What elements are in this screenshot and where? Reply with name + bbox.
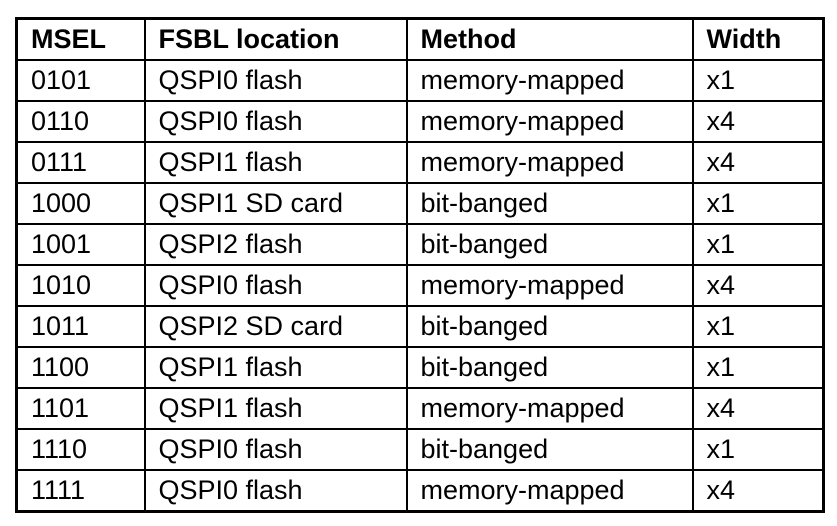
table-cell: x4: [691, 100, 825, 143]
table-cell: 1110: [15, 428, 146, 471]
table-cell: memory-mapped: [405, 100, 694, 143]
table-cell: 0111: [15, 141, 146, 184]
table-cell: QSPI0 flash: [143, 59, 408, 102]
table-cell: memory-mapped: [405, 264, 694, 307]
table-cell: QSPI2 SD card: [143, 305, 408, 348]
table-cell: x1: [691, 428, 825, 471]
table-cell: QSPI0 flash: [143, 428, 408, 471]
table-cell: 0110: [15, 100, 146, 143]
table-cell: QSPI0 flash: [143, 100, 408, 143]
table-cell: x4: [691, 264, 825, 307]
table-cell: 1011: [15, 305, 146, 348]
table-cell: 1100: [15, 346, 146, 389]
column-header-fsbl-location: FSBL location: [143, 17, 408, 61]
table-cell: QSPI1 flash: [143, 387, 408, 430]
table-cell: QSPI2 flash: [143, 223, 408, 266]
table-cell: x4: [691, 469, 825, 513]
table-cell: 1101: [15, 387, 146, 430]
table-cell: x4: [691, 141, 825, 184]
table-cell: bit-banged: [405, 182, 694, 225]
table-cell: memory-mapped: [405, 59, 694, 102]
table-cell: QSPI0 flash: [143, 264, 408, 307]
table-cell: x1: [691, 223, 825, 266]
table-cell: x1: [691, 305, 825, 348]
table-cell: x1: [691, 59, 825, 102]
table-cell: bit-banged: [405, 223, 694, 266]
table-cell: QSPI0 flash: [143, 469, 408, 513]
table-cell: memory-mapped: [405, 141, 694, 184]
table-cell: bit-banged: [405, 428, 694, 471]
column-header-width: Width: [691, 17, 825, 61]
table-cell: bit-banged: [405, 305, 694, 348]
table-cell: memory-mapped: [405, 469, 694, 513]
table-cell: QSPI1 flash: [143, 346, 408, 389]
table-cell: memory-mapped: [405, 387, 694, 430]
column-header-method: Method: [405, 17, 694, 61]
table-cell: QSPI1 flash: [143, 141, 408, 184]
column-header-msel: MSEL: [15, 17, 146, 61]
table-cell: QSPI1 SD card: [143, 182, 408, 225]
table-cell: x1: [691, 346, 825, 389]
table-cell: bit-banged: [405, 346, 694, 389]
table-cell: 1001: [15, 223, 146, 266]
table-cell: 0101: [15, 59, 146, 102]
table-cell: 1111: [15, 469, 146, 513]
table-cell: x1: [691, 182, 825, 225]
table-cell: x4: [691, 387, 825, 430]
table-cell: 1010: [15, 264, 146, 307]
table-cell: 1000: [15, 182, 146, 225]
